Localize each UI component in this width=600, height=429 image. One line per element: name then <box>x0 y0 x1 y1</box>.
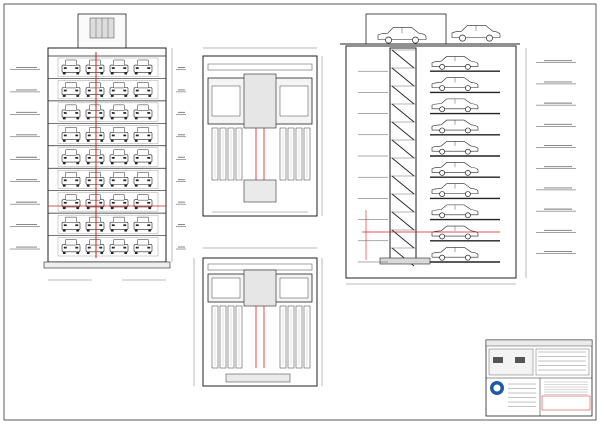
truss-brace <box>391 175 415 195</box>
car-side <box>431 56 479 67</box>
truss-brace <box>391 85 415 105</box>
title-block <box>485 339 593 417</box>
car-side <box>431 162 479 173</box>
section-view <box>340 13 576 285</box>
truss-brace <box>391 193 415 213</box>
truss-brace <box>391 139 415 159</box>
car-side <box>431 98 479 110</box>
truss-brace <box>391 67 415 87</box>
car-side <box>431 140 479 152</box>
plan-view-upper <box>202 47 323 217</box>
title-block-thumbnail <box>488 348 534 376</box>
truss-brace <box>391 121 415 141</box>
car-side <box>431 77 479 88</box>
car-side <box>431 204 479 216</box>
car-side <box>431 119 479 131</box>
section-building-outline <box>345 45 517 279</box>
car-side <box>377 27 427 40</box>
car-side <box>431 183 479 194</box>
car-side <box>451 25 501 38</box>
truss-brace <box>391 157 415 177</box>
truss-brace <box>391 103 415 123</box>
car-side <box>431 246 479 258</box>
truss-brace <box>391 49 415 69</box>
sheet-border <box>3 3 597 421</box>
truss-brace <box>391 229 415 249</box>
front-elevation <box>10 13 186 282</box>
truss-brace <box>391 211 415 231</box>
plan-view-lower <box>193 247 323 387</box>
